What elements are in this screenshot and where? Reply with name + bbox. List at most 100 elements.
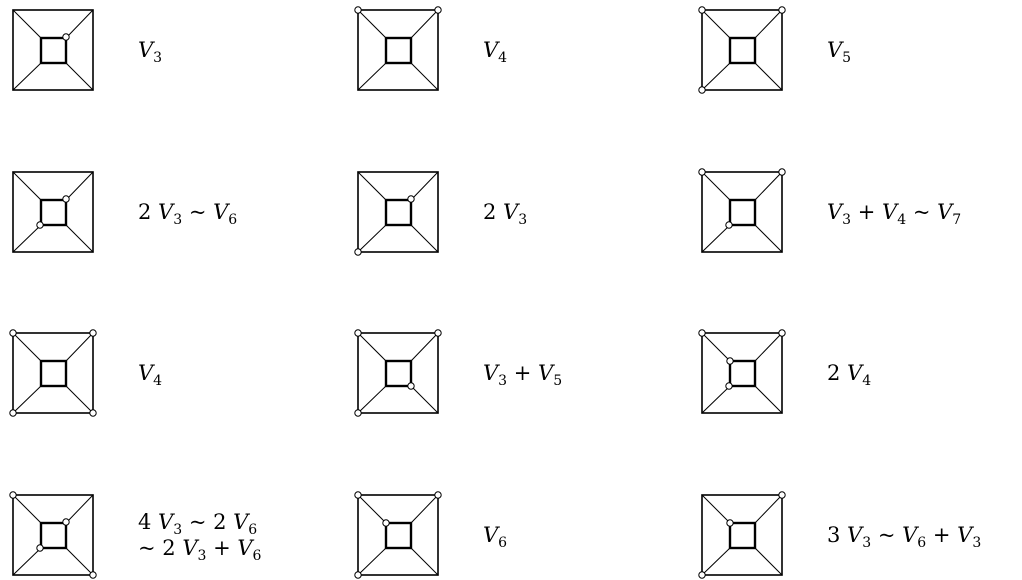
graph-cell: 2 V3 xyxy=(353,167,673,257)
diagonal-edge xyxy=(410,9,439,39)
diagonal-edge xyxy=(65,171,94,201)
vertex-marker xyxy=(36,544,44,552)
vertex-marker xyxy=(62,195,70,203)
diagonal-edge xyxy=(357,62,387,91)
graph-diagram xyxy=(698,329,786,414)
diagonal-edge xyxy=(357,224,387,253)
graph-diagram xyxy=(698,491,786,579)
vertex-marker xyxy=(778,168,786,176)
inner-square xyxy=(384,359,413,388)
label-line: 2 V3 xyxy=(483,199,528,228)
graph-label: 2 V3 xyxy=(483,167,683,257)
vertex-marker xyxy=(698,86,706,94)
vertex-marker xyxy=(354,491,362,499)
diagonal-edge xyxy=(12,385,42,414)
vertex-marker xyxy=(407,195,415,203)
diagonal-edge xyxy=(754,494,783,524)
outer-square xyxy=(12,9,94,91)
outer-square xyxy=(701,332,783,414)
diagonal-edge xyxy=(701,62,731,91)
diagonal-edge xyxy=(410,332,439,362)
label-line: 2 V4 xyxy=(827,360,872,389)
graph-cell: V6 xyxy=(353,490,673,580)
vertex-marker xyxy=(726,357,734,365)
diagonal-edge xyxy=(754,224,783,253)
diagonal-edge xyxy=(701,9,731,39)
vertex-marker xyxy=(89,329,97,337)
graph-diagram xyxy=(354,6,442,91)
diagonal-edge xyxy=(410,385,439,414)
graph-cell: V3 + V4 ~ V7 xyxy=(697,167,1017,257)
outer-square xyxy=(12,332,94,414)
diagonal-edge xyxy=(12,62,42,91)
diagonal-edge xyxy=(754,547,783,576)
diagonal-edge xyxy=(701,332,731,362)
vertex-marker xyxy=(434,6,442,14)
inner-square xyxy=(384,36,413,65)
vertex-marker xyxy=(698,6,706,14)
outer-square xyxy=(357,171,439,253)
graph-diagram xyxy=(12,171,94,253)
label-line: V4 xyxy=(138,360,163,389)
vertex-marker xyxy=(9,491,17,499)
graph-cell: V4 xyxy=(353,5,673,95)
diagonal-edge xyxy=(357,332,387,362)
graph-cell: 2 V3 ~ V6 xyxy=(8,167,328,257)
graph-cell: 4 V3 ~ 2 V6~ 2 V3 + V6 xyxy=(8,490,328,580)
diagonal-edge xyxy=(65,62,94,91)
vertex-marker xyxy=(354,248,362,256)
diagonal-edge xyxy=(357,171,387,201)
diagonal-edge xyxy=(754,9,783,39)
label-line: 3 V3 ~ V6 + V3 xyxy=(827,522,982,551)
diagonal-edge xyxy=(754,62,783,91)
inner-square xyxy=(384,198,413,227)
diagonal-edge xyxy=(410,171,439,201)
graph-diagram xyxy=(9,329,97,417)
diagonal-edge xyxy=(701,224,731,253)
diagonal-edge xyxy=(410,547,439,576)
graph-diagram xyxy=(698,168,786,253)
diagonal-edge xyxy=(12,171,42,201)
vertex-marker xyxy=(354,571,362,579)
label-line: V3 xyxy=(138,37,163,66)
diagonal-edge xyxy=(701,385,731,414)
diagonal-edge xyxy=(65,332,94,362)
inner-square xyxy=(39,359,68,388)
label-line: V3 + V4 ~ V7 xyxy=(827,199,962,228)
inner-square xyxy=(728,36,757,65)
vertex-marker xyxy=(354,6,362,14)
inner-square xyxy=(39,521,68,550)
graph-cell: V5 xyxy=(697,5,1017,95)
vertex-marker xyxy=(382,519,390,527)
diagonal-edge xyxy=(754,385,783,414)
diagonal-edge xyxy=(754,171,783,201)
vertex-marker xyxy=(354,329,362,337)
vertex-marker xyxy=(698,329,706,337)
diagonal-edge xyxy=(65,9,94,39)
diagonal-edge xyxy=(754,332,783,362)
diagonal-edge xyxy=(65,385,94,414)
graph-cell: V4 xyxy=(8,328,328,418)
vertex-marker xyxy=(726,519,734,527)
graph-label: 2 V3 ~ V6 xyxy=(138,167,338,257)
inner-square xyxy=(728,521,757,550)
graph-label: 3 V3 ~ V6 + V3 xyxy=(827,490,1022,580)
vertex-marker xyxy=(354,409,362,417)
diagonal-edge xyxy=(65,224,94,253)
graph-diagram xyxy=(9,491,97,579)
graph-cell: V3 + V5 xyxy=(353,328,673,418)
diagonal-edge xyxy=(357,385,387,414)
graph-label: V4 xyxy=(138,328,338,418)
vertex-marker xyxy=(9,409,17,417)
vertex-marker xyxy=(698,571,706,579)
label-line: V3 + V5 xyxy=(483,360,563,389)
graph-label: 2 V4 xyxy=(827,328,1022,418)
diagonal-edge xyxy=(357,9,387,39)
diagonal-edge xyxy=(701,494,731,524)
vertex-marker xyxy=(9,329,17,337)
graph-diagram xyxy=(12,9,94,91)
diagonal-edge xyxy=(12,494,42,524)
graph-diagram xyxy=(354,491,442,579)
vertex-marker xyxy=(778,491,786,499)
